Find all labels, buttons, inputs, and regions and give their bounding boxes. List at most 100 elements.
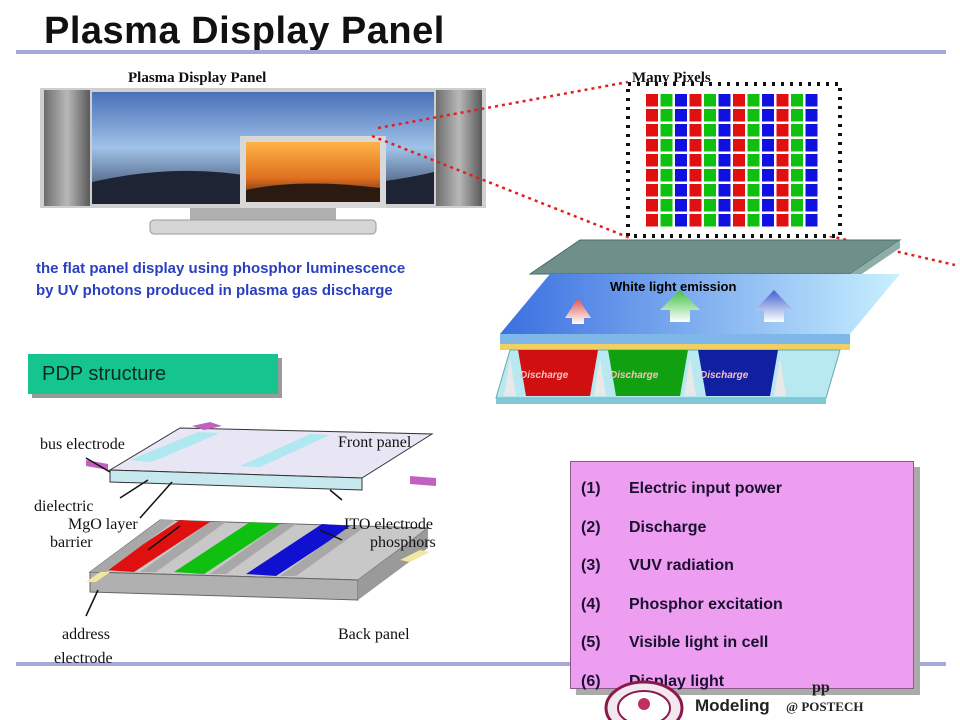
pixel-cell (791, 139, 803, 152)
description: the flat panel display using phosphor lu… (36, 258, 405, 302)
pixel-cell (704, 199, 716, 212)
bottom-rule (16, 662, 946, 666)
label-mgo-layer: MgO layer (68, 516, 138, 533)
step-item: (2)Discharge (581, 509, 903, 548)
pixel-cell (646, 184, 658, 197)
label-front-panel: Front panel (338, 434, 412, 451)
pixel-cell (791, 199, 803, 212)
discharge-label-green: Discharge (610, 370, 659, 381)
pdp-structure-diagram (85, 422, 436, 617)
pixel-cell (733, 214, 745, 227)
pixel-cell (762, 109, 774, 122)
label-ito-electrode: ITO electrode (344, 516, 433, 533)
pixel-cell (776, 199, 789, 212)
label-address: address (62, 626, 110, 643)
pixel-grid (626, 82, 842, 238)
pixel-cell (704, 124, 716, 137)
label-bus-electrode: bus electrode (40, 436, 125, 453)
pixel-cell (747, 139, 760, 152)
pixel-cell (660, 199, 673, 212)
pixel-cell (733, 184, 745, 197)
pixel-cell (689, 199, 702, 212)
pixel-cell (733, 199, 745, 212)
pixel-cell (718, 169, 731, 182)
pixel-cell (675, 94, 687, 107)
label-back-panel: Back panel (338, 626, 410, 643)
pixel-cell (805, 154, 818, 167)
pixel-cell (733, 154, 745, 167)
pixel-cell (762, 94, 774, 107)
pixel-cell (762, 199, 774, 212)
step-text: VUV radiation (629, 557, 734, 575)
pixel-cell (791, 109, 803, 122)
pixel-cell (733, 109, 745, 122)
step-number: (3) (581, 557, 601, 575)
pixel-cell (646, 139, 658, 152)
pixel-cell (791, 184, 803, 197)
pixel-cell (718, 94, 731, 107)
pixel-cell (660, 154, 673, 167)
pixel-cell (689, 184, 702, 197)
pixel-cell (776, 184, 789, 197)
pixel-cell (660, 184, 673, 197)
pixel-cell (747, 109, 760, 122)
pixel-cell (704, 214, 716, 227)
pixel-cell (718, 124, 731, 137)
pixel-cell (805, 169, 818, 182)
pixel-cell (718, 199, 731, 212)
top-rule (16, 50, 946, 54)
pixel-cell (791, 124, 803, 137)
step-number: (1) (581, 480, 601, 498)
step-text: Visible light in cell (629, 634, 769, 652)
pixel-cell (776, 169, 789, 182)
process-steps-box: (1)Electric input power (2)Discharge (3)… (570, 461, 914, 690)
pixel-cell (660, 124, 673, 137)
pixel-cell (747, 184, 760, 197)
page-title: Plasma Display Panel (44, 10, 445, 52)
pixel-cell (660, 109, 673, 122)
pixel-cell (689, 94, 702, 107)
pixel-cell (646, 199, 658, 212)
pixel-cell (791, 169, 803, 182)
pixel-cell (675, 199, 687, 212)
pixel-cell (689, 169, 702, 182)
plasma-tv-illustration (40, 88, 486, 235)
pixel-cell (747, 124, 760, 137)
pixel-cell (675, 169, 687, 182)
discharge-label-blue: Discharge (700, 370, 749, 381)
pixel-cell (704, 184, 716, 197)
caption-plasma-display-panel: Plasma Display Panel (128, 70, 267, 86)
label-barrier: barrier (50, 534, 93, 551)
pixel-cell (646, 169, 658, 182)
step-item: (4)Phosphor excitation (581, 586, 903, 625)
pixel-cell (733, 139, 745, 152)
pixel-cell (704, 169, 716, 182)
description-line-2: by UV photons produced in plasma gas dis… (36, 282, 393, 299)
pixel-cell (762, 139, 774, 152)
pixel-cell (704, 139, 716, 152)
pixel-cell (660, 214, 673, 227)
pixel-cell (747, 199, 760, 212)
step-number: (6) (581, 672, 601, 690)
pixel-cell (646, 94, 658, 107)
pixel-cell (660, 169, 673, 182)
pixel-cell (776, 124, 789, 137)
label-electrode: electrode (54, 650, 113, 667)
pixel-cell (675, 124, 687, 137)
footer-modeling: Modeling (695, 696, 770, 715)
pixel-cell (776, 109, 789, 122)
pixel-cell (689, 109, 702, 122)
pixel-cell (718, 154, 731, 167)
pixel-cell (776, 154, 789, 167)
step-item: (1)Electric input power (581, 470, 903, 509)
pixel-cell (776, 214, 789, 227)
step-number: (4) (581, 595, 601, 613)
pixel-cell (805, 139, 818, 152)
pixel-cell (689, 214, 702, 227)
step-item: (5)Visible light in cell (581, 624, 903, 663)
pixel-cell (675, 154, 687, 167)
label-dielectric: dielectric (34, 498, 94, 515)
pixel-cell (660, 94, 673, 107)
pixel-cell (805, 94, 818, 107)
pixel-cell (762, 184, 774, 197)
